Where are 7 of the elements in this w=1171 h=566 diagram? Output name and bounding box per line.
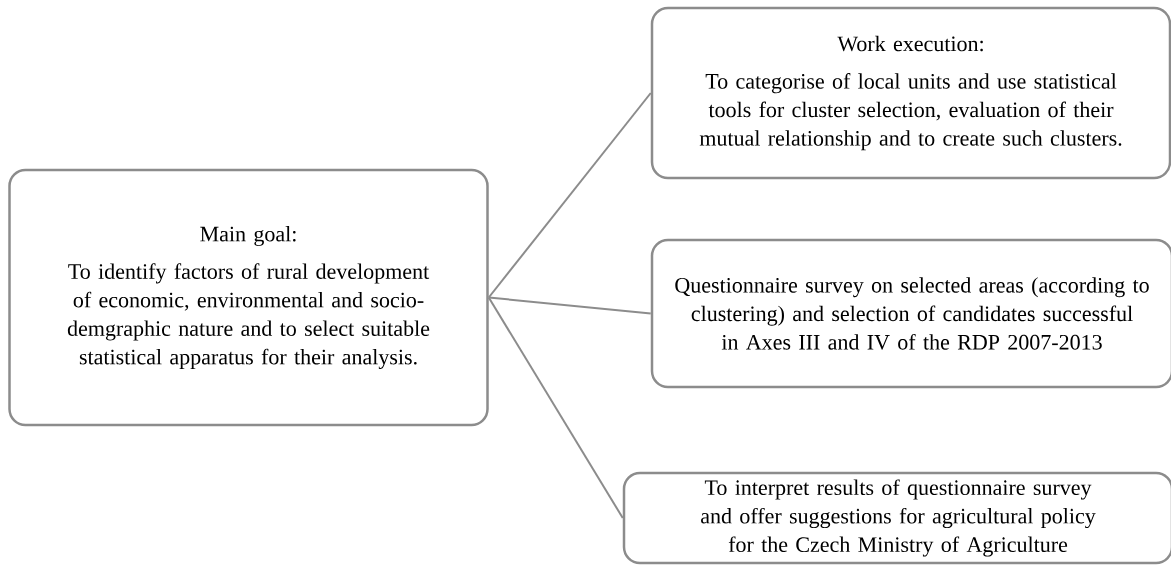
rounded-box: Questionnaire survey on selected areas (according to clustering) and selection of candidates successful in Axes III and IV of the RDP 2007-2013 (650, 238, 1171, 389)
rounded-box: Work execution: To categorise of local units and use statistical tools for cluster selection, evaluation of their mutual relationship and to create such clusters. (650, 6, 1171, 180)
rounded-box: To interpret results of questionnaire survey and offer suggestions for agricultural policy for the Czech Ministry of Agriculture (622, 471, 1171, 565)
connector-line (487, 92, 652, 299)
rounded-box: Main goal: To identify factors of rural development of economic, environmental and socio-demgraphic nature and to select suitable statistical apparatus for their analysis. (8, 168, 489, 427)
connector-line (487, 296, 624, 519)
connector-line (487, 296, 652, 315)
